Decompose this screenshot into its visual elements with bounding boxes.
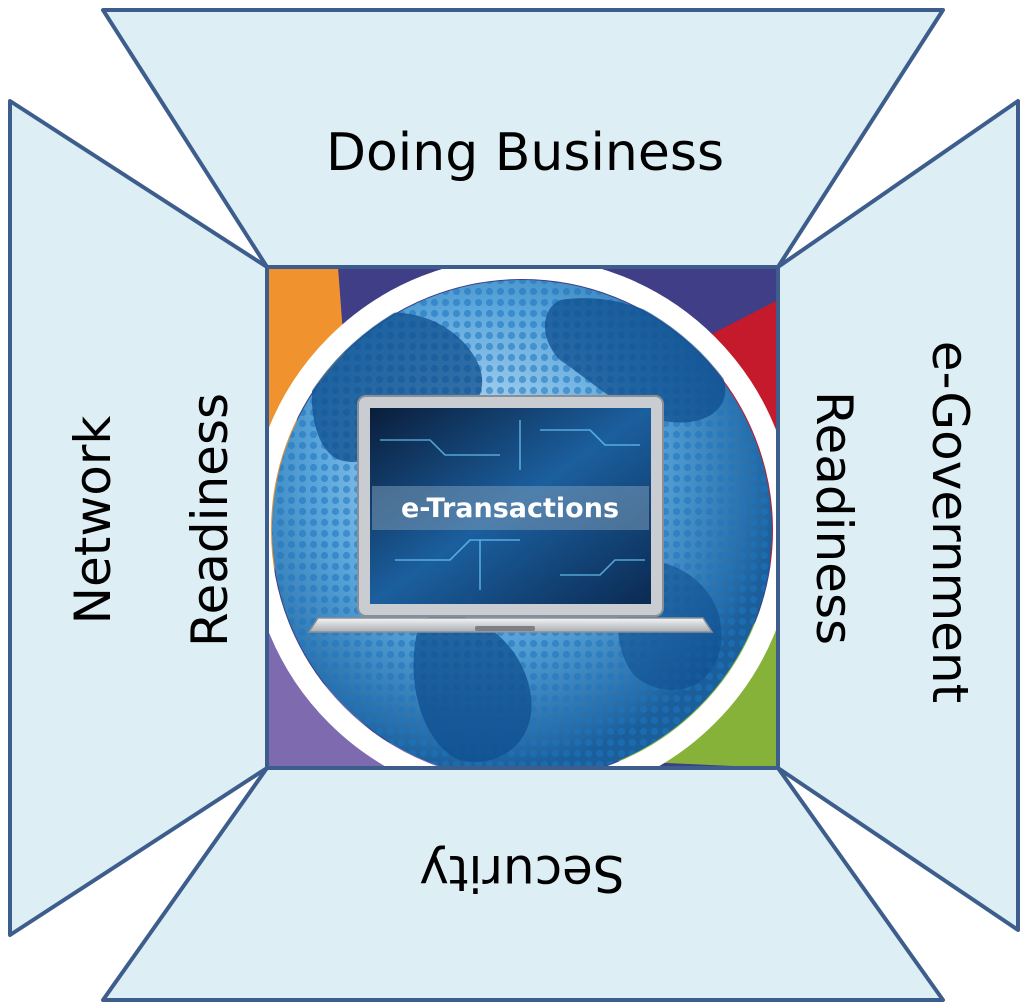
right-panel-label-egovernment: e-Government <box>921 340 979 704</box>
laptop: e-Transactions <box>307 395 714 633</box>
right-panel-label-readiness: Readiness <box>805 390 863 646</box>
screen-text: e-Transactions <box>401 493 619 524</box>
center-illustration: e-Transactions <box>267 267 778 768</box>
purple-arrow-segment <box>267 610 480 768</box>
laptop-base <box>307 617 714 633</box>
bottom-panel-label: Security <box>419 844 625 902</box>
top-panel-label: Doing Business <box>325 123 725 183</box>
left-panel-label-readiness: Readiness <box>181 392 239 648</box>
circuit-lines <box>380 420 645 590</box>
center-frame <box>265 265 780 770</box>
green-arrow-segment <box>600 590 778 768</box>
left-panel-label-network: Network <box>64 415 122 625</box>
screen-text-banner <box>372 486 649 530</box>
